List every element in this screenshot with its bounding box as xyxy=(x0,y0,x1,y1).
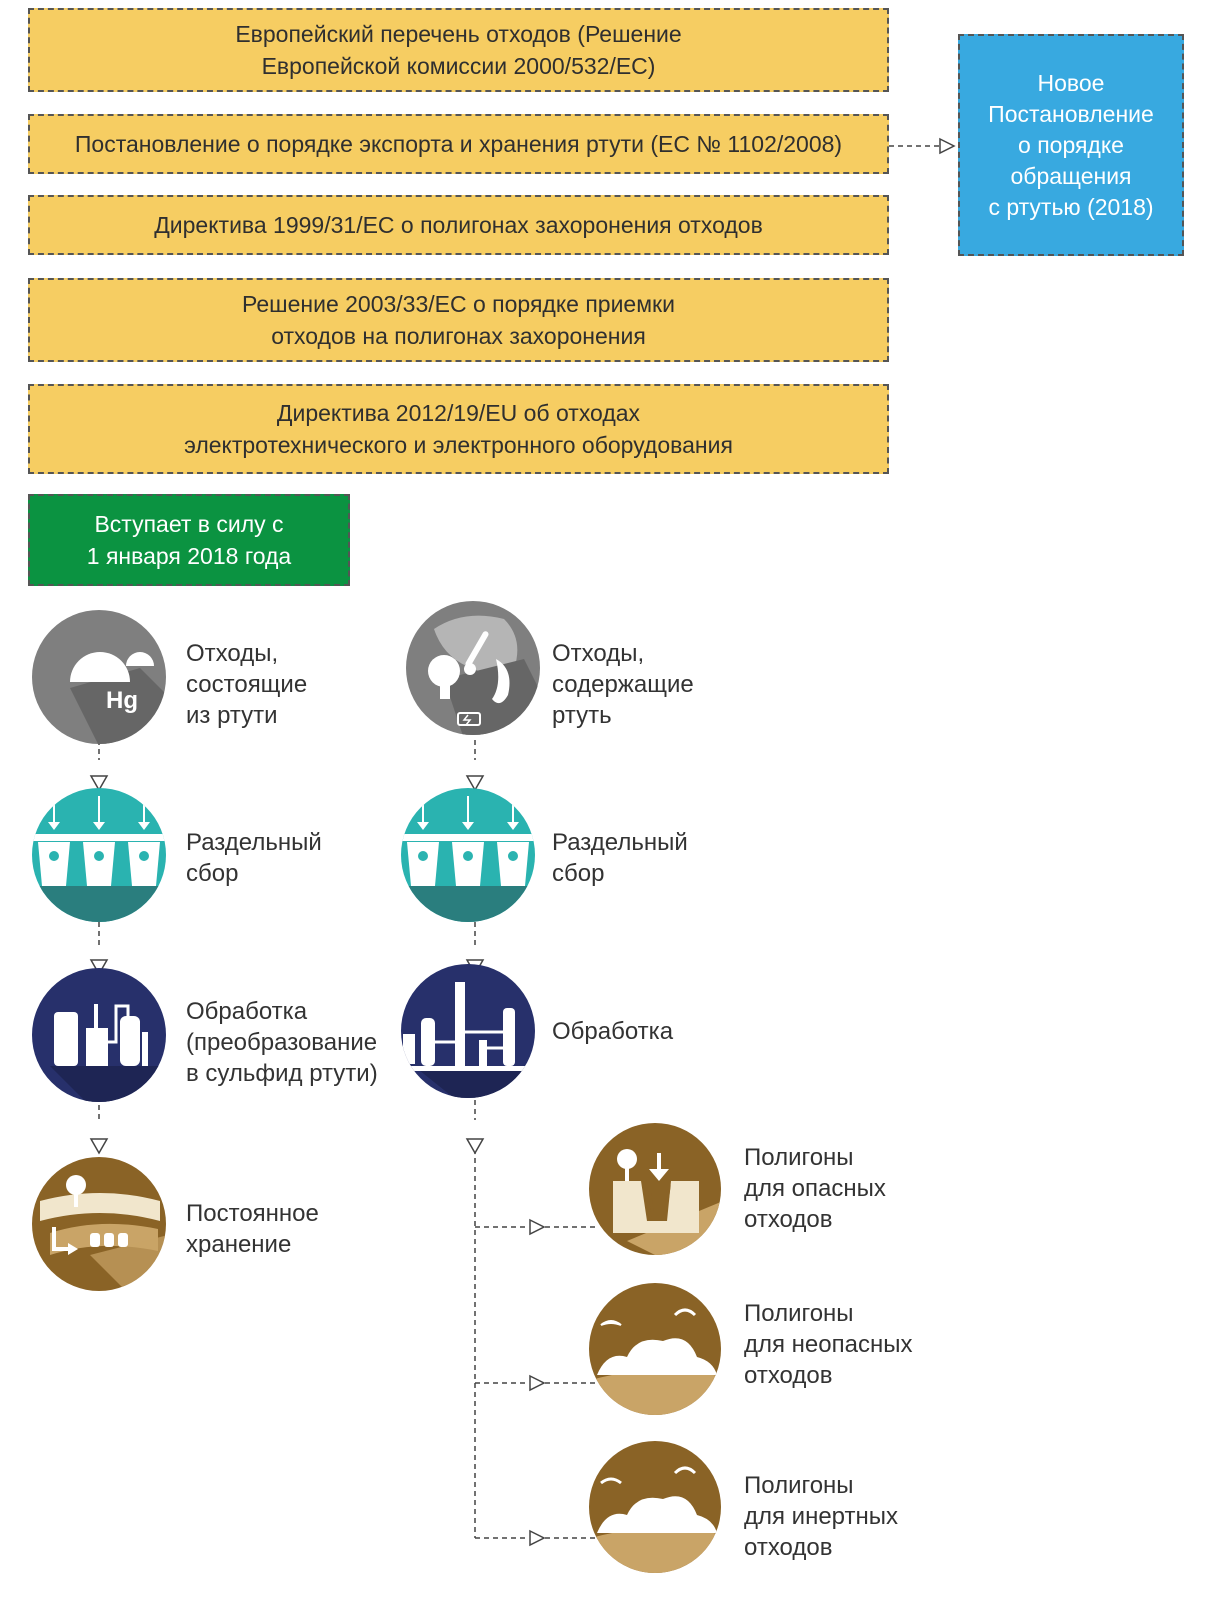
box-text: Директива 1999/31/ЕС о полигонах захорон… xyxy=(154,212,763,238)
label-separate-collection-right: Раздельный сбор xyxy=(552,827,688,889)
label-non-hazardous-landfill: Полигоны для неопасных отходов xyxy=(744,1298,912,1391)
label-separate-collection-left: Раздельный сбор xyxy=(186,827,322,889)
label-line: сбор xyxy=(552,860,605,887)
label-line: в сульфид ртути) xyxy=(186,1060,378,1087)
label-line: Отходы, xyxy=(186,640,279,667)
label-line: для инертных xyxy=(744,1503,898,1530)
label-line: отходов xyxy=(744,1362,833,1389)
label-line: (преобразование xyxy=(186,1029,378,1056)
label-line: для неопасных xyxy=(744,1331,913,1358)
mercury-products-icon xyxy=(406,601,540,735)
recycling-bins-icon xyxy=(401,788,535,922)
label-line: содержащие xyxy=(552,671,694,698)
label-line: отходов xyxy=(744,1206,833,1233)
box-text: 1 января 2018 года xyxy=(86,543,292,569)
label-waste-containing-mercury: Отходы, содержащие ртуть xyxy=(552,638,694,731)
label-line: ртуть xyxy=(552,702,612,729)
legislation-box-waste-list: Европейский перечень отходов (Решение Ев… xyxy=(28,8,889,92)
label-line: Постоянное xyxy=(186,1200,319,1227)
processing-plant-icon xyxy=(32,968,166,1102)
label-line: Обработка xyxy=(186,998,308,1025)
label-line: отходов xyxy=(744,1534,833,1561)
label-line: состоящие xyxy=(186,671,308,698)
box-text: Вступает в силу с xyxy=(94,511,284,537)
non-hazardous-landfill-icon xyxy=(589,1283,721,1415)
label-waste-consisting-of-mercury: Отходы, состоящие из ртути xyxy=(186,638,307,731)
new-regulation-box: Новое Постановление о порядке обращения … xyxy=(958,34,1184,256)
legislation-box-landfill-acceptance: Решение 2003/33/ЕС о порядке приемки отх… xyxy=(28,278,889,362)
legislation-box-mercury-export: Постановление о порядке экспорта и хране… xyxy=(28,114,889,174)
legislation-box-weee: Директива 2012/19/EU об отходах электрот… xyxy=(28,384,889,474)
underground-storage-icon xyxy=(32,1157,166,1291)
label-processing-right: Обработка xyxy=(552,1016,673,1047)
label-line: Раздельный xyxy=(186,829,322,856)
box-text: Новое xyxy=(1037,69,1105,96)
box-text: Постановление о порядке экспорта и хране… xyxy=(74,131,843,157)
label-line: сбор xyxy=(186,860,239,887)
legislation-box-landfill-directive: Директива 1999/31/ЕС о полигонах захорон… xyxy=(28,195,889,255)
hazardous-landfill-icon xyxy=(589,1123,721,1255)
refinery-icon xyxy=(401,964,535,1098)
box-text: Европейский перечень отходов (Решение xyxy=(235,21,682,47)
label-line: Полигоны xyxy=(744,1144,854,1171)
effective-date-box: Вступает в силу с 1 января 2018 года xyxy=(28,494,350,586)
mercury-drops-icon: Hg xyxy=(32,610,166,744)
label-line: хранение xyxy=(186,1231,292,1258)
label-line: для опасных xyxy=(744,1175,886,1202)
label-line: Полигоны xyxy=(744,1472,854,1499)
label-line: из ртути xyxy=(186,702,278,729)
recycling-bins-icon xyxy=(32,788,166,922)
box-text: Решение 2003/33/ЕС о порядке приемки xyxy=(242,291,675,317)
box-text: Директива 2012/19/EU об отходах xyxy=(276,400,641,426)
box-text: о порядке xyxy=(1018,131,1124,158)
arrow-new-regulation xyxy=(939,137,956,155)
inert-landfill-icon xyxy=(589,1441,721,1573)
box-text: обращения xyxy=(1010,162,1132,189)
label-line: Обработка xyxy=(552,1018,674,1045)
box-text: с ртутью (2018) xyxy=(988,193,1154,220)
box-text: Европейской комиссии 2000/532/ЕС) xyxy=(261,53,656,79)
label-line: Отходы, xyxy=(552,640,645,667)
label-line: Полигоны xyxy=(744,1300,854,1327)
label-processing-left: Обработка (преобразование в сульфид ртут… xyxy=(186,996,378,1089)
box-text: Постановление xyxy=(988,100,1154,127)
box-text: электротехнического и электронного обору… xyxy=(184,432,733,458)
box-text: отходов на полигонах захоронения xyxy=(271,323,646,349)
label-permanent-storage: Постоянное хранение xyxy=(186,1198,319,1260)
label-hazardous-landfill: Полигоны для опасных отходов xyxy=(744,1142,886,1235)
svg-text:Hg: Hg xyxy=(106,687,138,714)
label-line: Раздельный xyxy=(552,829,688,856)
label-inert-landfill: Полигоны для инертных отходов xyxy=(744,1470,898,1563)
